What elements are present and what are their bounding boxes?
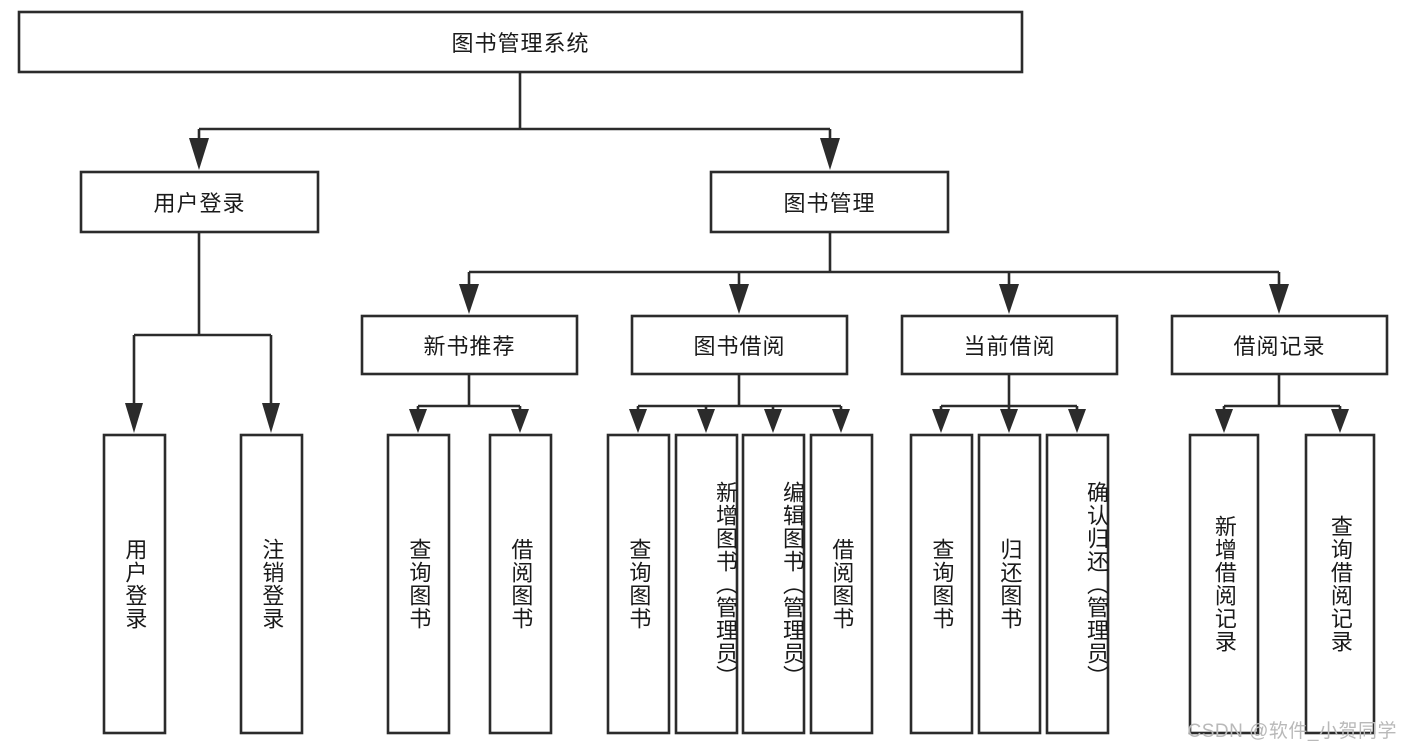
arrow-head-leaf-query-book-3 [932, 409, 950, 433]
arrow-head-user-login [189, 138, 209, 170]
arrow-head-new-book-recommend [459, 284, 479, 314]
arrow-head-leaf-user-login [125, 403, 143, 433]
connector-group-book-borrow [629, 374, 850, 433]
node-box-book-manage[interactable] [709, 170, 950, 234]
node-box-leaf-add-borrow-record[interactable] [1188, 433, 1260, 735]
node-box-new-book-recommend[interactable] [360, 314, 579, 376]
arrow-head-leaf-add-borrow-record [1215, 409, 1233, 433]
node-box-current-borrow[interactable] [900, 314, 1119, 376]
node-box-leaf-query-borrow-record[interactable] [1304, 433, 1376, 735]
arrow-head-book-borrow [729, 284, 749, 314]
arrow-head-book-manage [820, 138, 840, 170]
arrow-head-leaf-logout-login [262, 403, 280, 433]
node-box-borrow-record[interactable] [1170, 314, 1389, 376]
node-box-leaf-logout-login[interactable] [239, 433, 304, 735]
connector-group-borrow-record [1215, 374, 1349, 433]
arrow-head-leaf-edit-book-admin [764, 409, 782, 433]
node-box-leaf-edit-book-admin[interactable] [741, 433, 806, 735]
arrow-head-leaf-add-book-admin [697, 409, 715, 433]
connector-group-current-borrow [932, 374, 1086, 433]
node-box-leaf-confirm-return-admin[interactable] [1045, 433, 1110, 735]
node-box-leaf-borrow-book-2[interactable] [809, 433, 874, 735]
arrow-head-leaf-query-borrow-record [1331, 409, 1349, 433]
connector-group-user-login [125, 232, 280, 433]
node-box-leaf-query-book-3[interactable] [909, 433, 974, 735]
connector-group-book-manage [459, 232, 1289, 314]
node-box-book-borrow[interactable] [630, 314, 849, 376]
node-box-leaf-return-book[interactable] [977, 433, 1042, 735]
arrow-head-current-borrow [999, 284, 1019, 314]
arrow-head-leaf-query-book-1 [409, 409, 427, 433]
node-box-leaf-query-book-2[interactable] [606, 433, 671, 735]
arrow-head-leaf-borrow-book-2 [832, 409, 850, 433]
node-box-leaf-add-book-admin[interactable] [674, 433, 739, 735]
connector-group-new-book-recommend [409, 374, 529, 433]
arrow-head-borrow-record [1269, 284, 1289, 314]
arrow-head-leaf-return-book [1000, 409, 1018, 433]
node-box-leaf-borrow-book-1[interactable] [488, 433, 553, 735]
node-box-user-login[interactable] [79, 170, 320, 234]
node-box-leaf-query-book-1[interactable] [386, 433, 451, 735]
arrow-head-leaf-query-book-2 [629, 409, 647, 433]
node-box-root[interactable] [17, 10, 1024, 74]
arrow-head-leaf-borrow-book-1 [511, 409, 529, 433]
node-box-leaf-user-login[interactable] [102, 433, 167, 735]
arrow-head-leaf-confirm-return-admin [1068, 409, 1086, 433]
connector-group-root [189, 72, 840, 170]
